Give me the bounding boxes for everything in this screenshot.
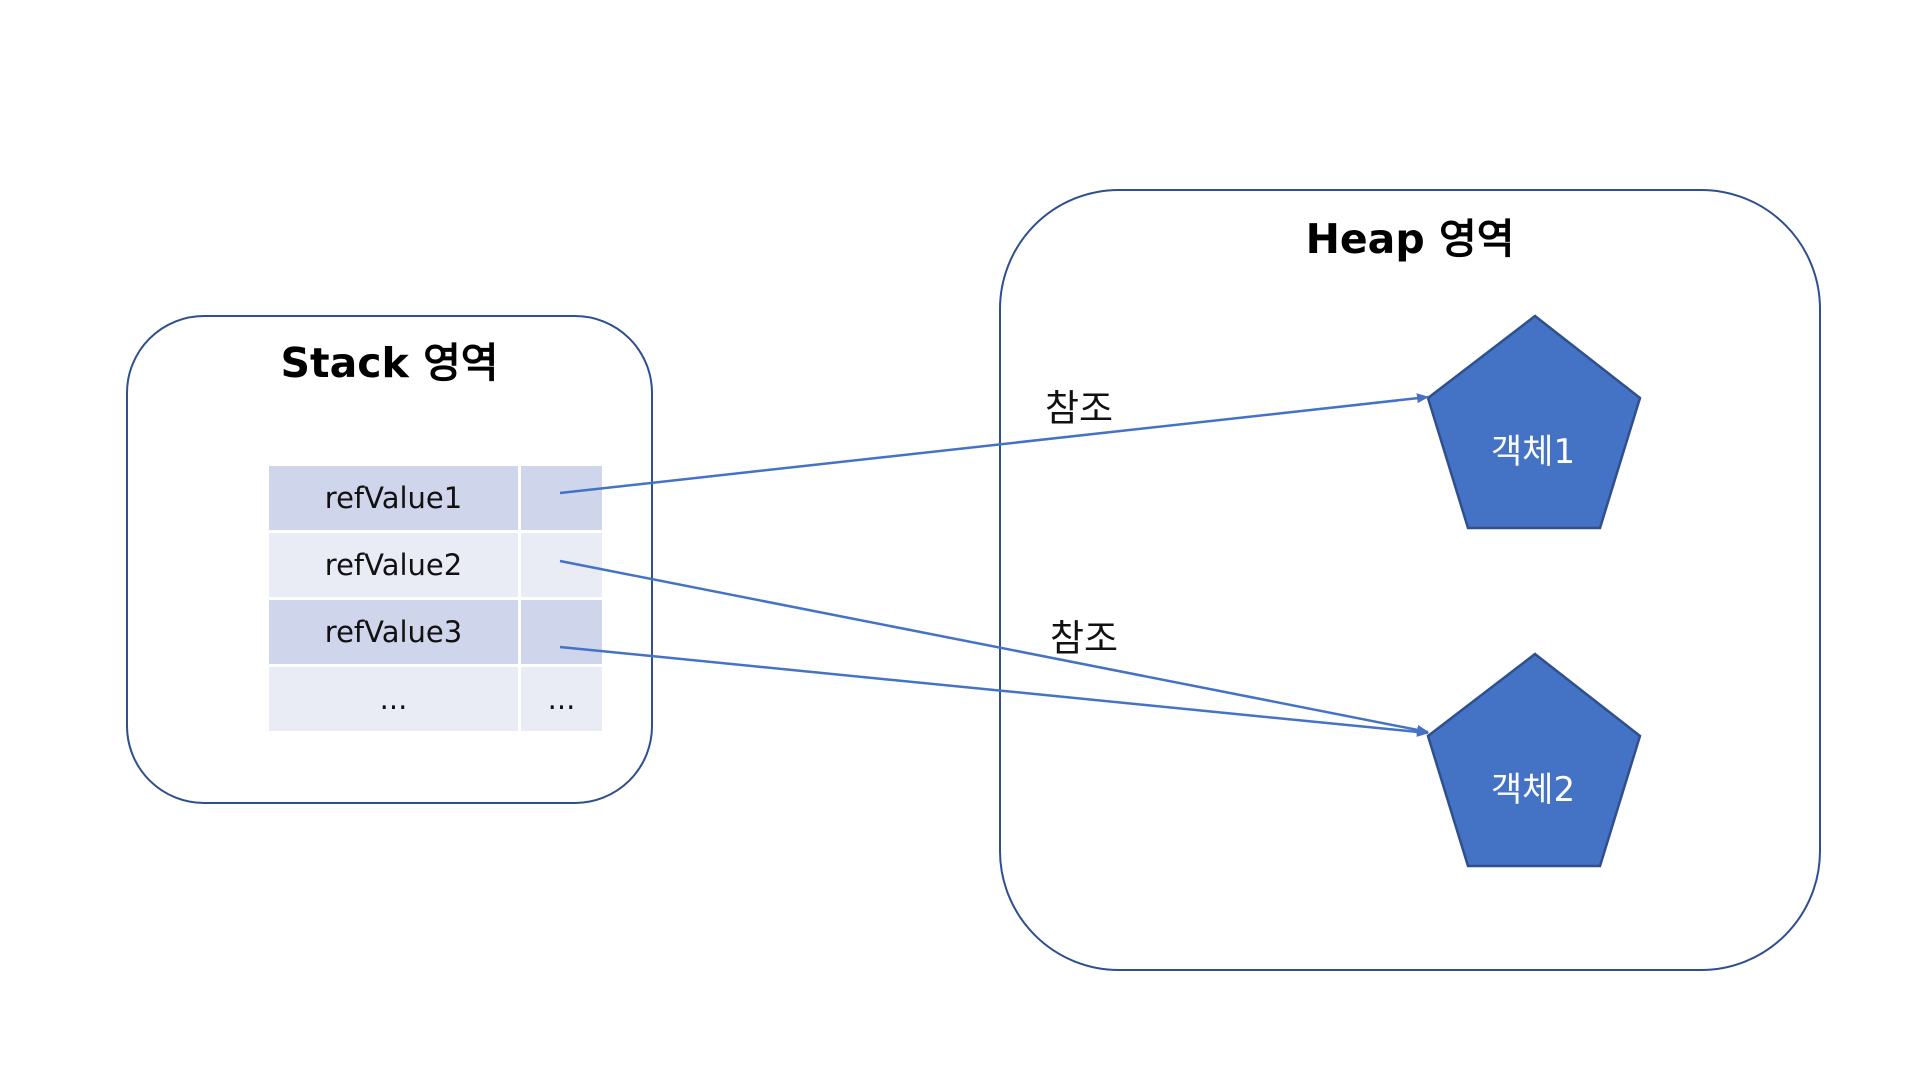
stack-row-ellipsis: ... ... — [266, 664, 605, 734]
stack-row-name: ... — [266, 664, 521, 734]
stack-row-value: ... — [518, 664, 605, 734]
stack-row-refvalue2: refValue2 — [266, 530, 605, 600]
stack-row-name: refValue3 — [266, 597, 521, 667]
stack-row-value — [518, 530, 605, 600]
heap-object-1-label: 객체1 — [1490, 432, 1576, 472]
stack-region-title: Stack 영역 — [280, 339, 499, 387]
stack-row-value — [518, 597, 605, 667]
stack-row-refvalue3: refValue3 — [266, 597, 605, 667]
stack-row-name: refValue2 — [266, 530, 521, 600]
heap-region: Heap 영역 — [999, 189, 1821, 971]
stack-table: refValue1 refValue2 refValue3 ... ... — [266, 463, 605, 734]
stack-row-refvalue1: refValue1 — [266, 463, 605, 533]
heap-region-title: Heap 영역 — [1305, 215, 1515, 263]
reference-label-1: 참조 — [1045, 387, 1114, 430]
heap-object-2-label: 객체2 — [1490, 770, 1576, 810]
reference-label-2: 참조 — [1050, 617, 1119, 660]
stack-row-value — [518, 463, 605, 533]
stack-row-name: refValue1 — [266, 463, 521, 533]
